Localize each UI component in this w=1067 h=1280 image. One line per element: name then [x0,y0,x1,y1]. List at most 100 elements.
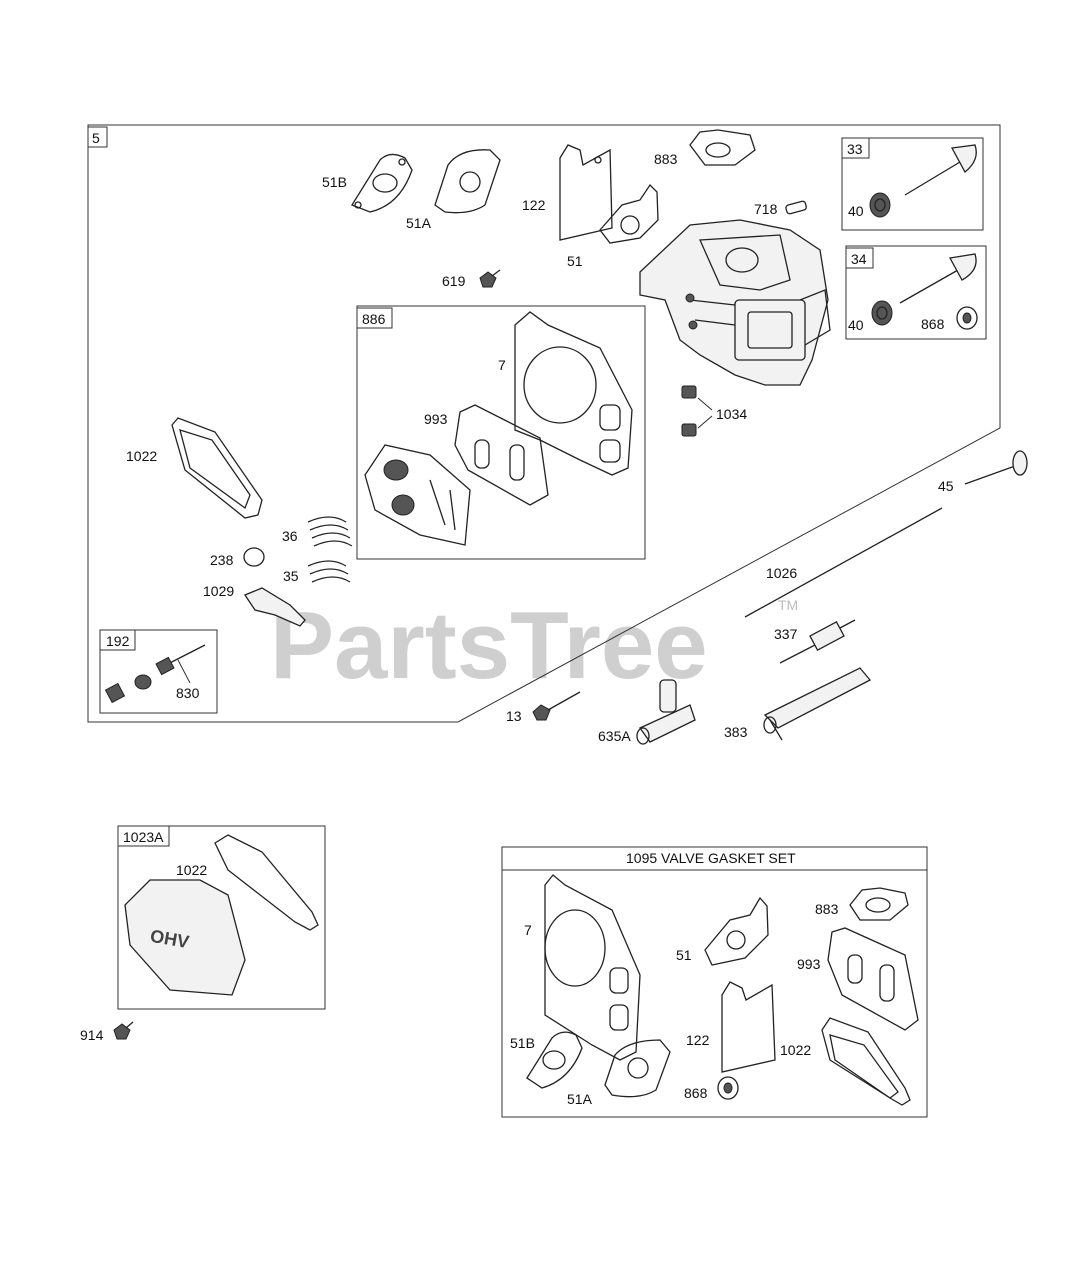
part-635A-fitting[interactable] [636,679,696,745]
part-993-plate[interactable] [454,404,549,506]
part-883-gasket[interactable] [689,129,756,166]
subbox-192 [99,629,218,714]
part-7-head-gasket[interactable] [514,311,633,476]
kit-part-51A-gasket[interactable] [604,1039,671,1098]
part-51B-gasket[interactable] [351,153,413,213]
label-337: 337 [774,626,798,642]
label-40-b: 40 [848,317,864,333]
subbox-192-label: 192 [106,633,130,649]
label-13: 13 [506,708,522,724]
label-883: 883 [654,151,678,167]
kit-label-122: 122 [686,1032,710,1048]
subbox-33 [841,137,984,231]
subbox-33-tag [841,137,870,159]
part-35-spring[interactable] [307,560,351,583]
part-33-exhaust-valve[interactable] [904,144,977,196]
watermark-trademark: TM [778,597,798,613]
main-group-box-tag [87,126,108,148]
subbox-33-label: 33 [847,141,863,157]
part-1022-gasket[interactable] [171,417,263,519]
part-1022-cover-gasket[interactable] [214,834,319,931]
subbox-34-tag [845,247,874,269]
label-1026: 1026 [766,565,797,581]
part-breather-plate[interactable] [364,444,471,546]
part-238-cap[interactable] [243,547,265,567]
label-619: 619 [442,273,466,289]
label-635A: 635A [598,728,631,744]
kit-label-51A: 51A [567,1091,593,1107]
kit-label-51B: 51B [510,1035,535,1051]
label-383: 383 [724,724,748,740]
kit-part-993-plate[interactable] [827,927,919,1031]
kit-part-7-head-gasket[interactable] [544,874,641,1061]
label-35: 35 [283,568,299,584]
kit-label-7: 7 [524,922,532,938]
part-34-intake-valve[interactable] [899,253,977,304]
label-36: 36 [282,528,298,544]
kit-part-122-plate[interactable] [721,981,776,1073]
label-993: 993 [424,411,448,427]
label-718: 718 [754,201,778,217]
subbox-34-label: 34 [851,251,867,267]
label-830: 830 [176,685,200,701]
part-45-tappet[interactable] [964,450,1028,485]
part-40-valve-spring-b[interactable] [871,300,893,326]
part-40-valve-spring-a[interactable] [869,192,891,218]
kit-part-868-seal[interactable] [717,1076,739,1100]
subbox-1023A [117,825,326,1010]
part-830-adjusting-screw[interactable] [104,644,206,704]
kit-part-1022-gasket[interactable] [821,1017,911,1106]
label-122: 122 [522,197,546,213]
label-51A: 51A [406,215,432,231]
kit-1095-title: 1095 VALVE GASKET SET [626,850,796,866]
subbox-1023A-label: 1023A [123,829,164,845]
kit-label-1022: 1022 [780,1042,811,1058]
subbox-192-tag [99,629,136,651]
part-1029-rocker-arm[interactable] [244,587,306,627]
kit-part-883-gasket[interactable] [849,887,909,921]
label-7: 7 [498,357,506,373]
label-1034: 1034 [716,406,747,422]
part-cylinder-head[interactable] [639,219,831,386]
label-868: 868 [921,316,945,332]
part-122-plate[interactable] [559,144,613,241]
part-51-gasket[interactable] [599,183,659,244]
label-51B: 51B [322,174,347,190]
kit-part-51B-gasket[interactable] [526,1031,583,1089]
label-51: 51 [567,253,583,269]
kit-part-51-gasket[interactable] [704,896,769,966]
part-51A-gasket[interactable] [434,149,501,214]
label-238: 238 [210,552,234,568]
kit-label-51: 51 [676,947,692,963]
label-1022-b: 1022 [176,862,207,878]
subbox-886-tag [356,307,393,329]
subbox-34 [845,245,987,340]
part-383-tool[interactable] [763,667,872,741]
main-group-box-label: 5 [92,130,100,146]
kit-label-993: 993 [797,956,821,972]
part-1026-push-rod[interactable] [744,507,943,618]
label-40-a: 40 [848,203,864,219]
kit-label-868: 868 [684,1085,708,1101]
subbox-886 [356,305,646,560]
subbox-886-label: 886 [362,311,386,327]
main-group-outline [87,124,1001,723]
part-718-pin[interactable] [785,200,807,215]
label-914: 914 [80,1027,104,1043]
part-868-seal[interactable] [956,306,978,330]
kit-label-883: 883 [815,901,839,917]
label-45: 45 [938,478,954,494]
subbox-1023A-tag [117,825,170,847]
part-914-screw[interactable] [113,1021,134,1040]
kit-1095-box [501,846,928,1118]
part-13-bolt[interactable] [532,691,581,721]
watermark-text: PartsTree [270,592,708,699]
part-619-screw[interactable] [479,269,501,288]
part-337-spark-plug[interactable] [779,619,856,664]
part-1023A-valve-cover[interactable]: OHV [124,879,246,996]
label-1029: 1029 [203,583,234,599]
part-36-spring[interactable] [307,516,353,547]
label-1022: 1022 [126,448,157,464]
part-1034-retainers[interactable] [681,385,713,437]
